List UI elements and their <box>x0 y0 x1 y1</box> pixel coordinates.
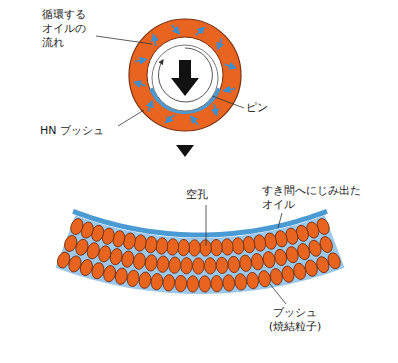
sintered-particle <box>166 238 179 255</box>
bushing-bore <box>147 37 223 113</box>
sintered-particle <box>144 236 158 254</box>
sintered-particle <box>257 270 271 288</box>
leader-line <box>212 96 244 108</box>
oil-arrow <box>191 117 199 126</box>
sintered-particle <box>126 269 140 287</box>
part-label: ピン <box>246 101 286 115</box>
sintered-particle <box>121 250 135 268</box>
sintered-particle <box>246 272 260 290</box>
sintered-particle <box>199 276 211 293</box>
sintered-particle <box>262 251 276 269</box>
sintered-particle <box>239 254 252 272</box>
sintered-particle <box>55 250 71 269</box>
sintered-particle <box>216 257 229 274</box>
sintered-particle <box>102 264 117 283</box>
sintered-particle <box>132 252 146 270</box>
sintered-particle <box>155 237 168 255</box>
callout-label: 空孔 <box>186 188 226 202</box>
sintered-particle <box>222 274 235 291</box>
sintered-particles <box>55 217 342 292</box>
sintered-particle <box>227 256 240 273</box>
sintered-particle <box>62 234 78 253</box>
sintered-particle <box>150 273 163 291</box>
oil-arrow <box>224 88 235 90</box>
pore-oil <box>56 215 345 294</box>
sintered-particle <box>232 237 245 255</box>
oil-arrow <box>218 38 222 49</box>
sintered-particle <box>210 239 222 256</box>
sintered-particle <box>250 253 264 271</box>
oil-arrow <box>135 82 146 85</box>
rotation-arrow <box>158 48 212 102</box>
leader-line <box>96 36 152 44</box>
oil-arrow <box>214 104 216 115</box>
sintered-particle <box>162 274 175 291</box>
sintered-particle <box>187 276 199 293</box>
sintered-particle <box>180 257 192 274</box>
oil-film-gap <box>73 211 327 235</box>
sintered-particle <box>156 255 169 272</box>
sintered-particle <box>114 267 129 285</box>
sintered-particle <box>200 240 212 257</box>
part-label: HN ブッシュ <box>40 124 120 138</box>
sintered-particle <box>234 273 247 290</box>
transition-triangle <box>176 145 194 157</box>
sintered-particle <box>221 238 234 255</box>
oil-arrow <box>154 35 156 46</box>
part-label: ブッシュ (焼結粒子) <box>250 306 340 334</box>
oil-arrow <box>148 101 152 112</box>
leader-line <box>206 205 207 246</box>
sintered-particle <box>144 254 158 272</box>
leader-line <box>278 213 282 228</box>
sintered-particle <box>193 258 205 274</box>
sintered-particle <box>211 275 223 292</box>
sintered-particle <box>189 240 201 257</box>
sintered-particle <box>292 262 307 281</box>
sintered-particle <box>204 258 216 275</box>
leader-line <box>118 110 144 126</box>
pin <box>152 45 218 111</box>
callout-label: すき間へにじみ出た オイル <box>262 184 372 212</box>
load-arrow <box>171 60 199 96</box>
leader-line <box>270 284 286 304</box>
sintered-particle <box>177 239 189 256</box>
sintered-particle <box>69 217 85 236</box>
sintered-particle <box>281 265 296 284</box>
oil-flow-arrows <box>135 25 236 125</box>
sintered-particle <box>269 267 284 285</box>
sintered-particle <box>168 257 181 274</box>
sintered-particle <box>109 247 124 266</box>
sintered-particle <box>138 271 152 289</box>
sintered-particle <box>273 248 288 266</box>
sintered-particle <box>175 275 187 292</box>
hn-bushing <box>129 19 241 131</box>
oil-arrow <box>135 59 146 61</box>
sintered-particle <box>285 245 300 264</box>
callout-label: 循環する オイルの 流れ <box>42 8 98 49</box>
oil-arrow <box>172 25 180 34</box>
oil-arrow <box>166 115 174 123</box>
oil-arrow <box>225 64 236 67</box>
oil-arrow <box>196 28 204 36</box>
